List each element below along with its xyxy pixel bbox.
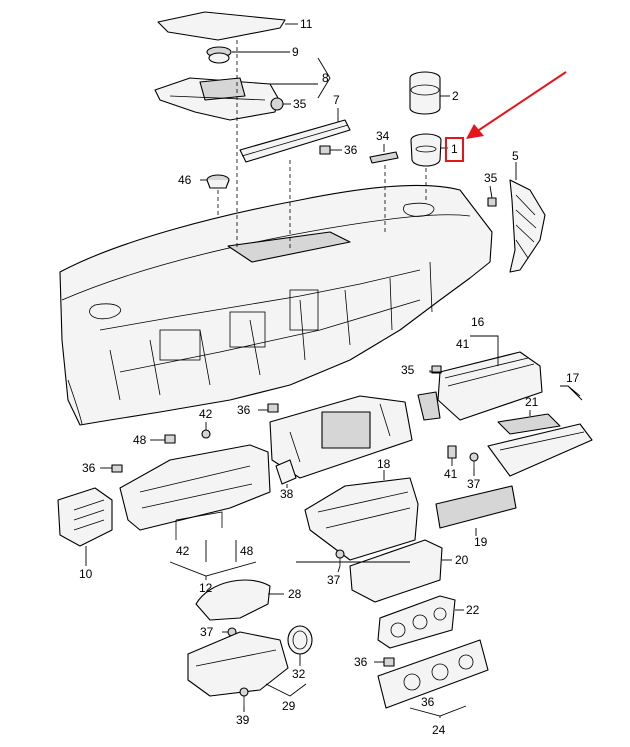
callout-28: 28: [288, 587, 302, 601]
part-37-screw-b: [335, 549, 345, 566]
callout-19: 19: [474, 535, 488, 549]
part-29-steering-cover-lower: [187, 631, 289, 697]
part-17-tray: [487, 423, 593, 477]
callout-36: 36: [344, 143, 358, 157]
dashboard-carrier: [59, 184, 493, 426]
highlight-arrow: [475, 71, 567, 133]
part-35-clip-b: [487, 197, 497, 207]
callout-22: 22: [466, 603, 480, 617]
callout-36: 36: [421, 695, 435, 709]
highlight-box: [445, 137, 464, 162]
part-9-speaker: [206, 46, 232, 64]
part-46-speaker: [206, 174, 230, 189]
part-instrument-cluster-cover: [119, 444, 271, 531]
callout-42: 42: [199, 407, 213, 421]
part-39-screw: [239, 687, 249, 706]
callout-8: 8: [322, 71, 329, 85]
callout-21: 21: [525, 395, 539, 409]
callout-38: 38: [280, 487, 294, 501]
part-center-frame: [269, 395, 413, 479]
callout-labels: 11 9 8 35 7 2 1 34 36 5 46 35 16 41 35 1…: [79, 17, 580, 737]
highlight-arrow-head: [466, 124, 484, 139]
part-28-steering-cover-upper: [195, 579, 271, 621]
part-38-bracket: [275, 459, 297, 485]
callout-35: 35: [401, 363, 415, 377]
part-36-clip-a: [319, 145, 331, 155]
callout-5: 5: [512, 149, 519, 163]
part-7-trim-strip: [239, 119, 351, 163]
callout-16: 16: [471, 315, 485, 329]
part-12-bracket: [175, 511, 223, 540]
callout-32: 32: [292, 667, 306, 681]
callout-7: 7: [333, 93, 340, 107]
part-8-housing: [154, 77, 279, 121]
callout-10: 10: [79, 567, 93, 581]
callout-18: 18: [377, 457, 391, 471]
part-20-bin: [349, 539, 443, 603]
callout-17: 17: [566, 371, 580, 385]
part-41-clip: [447, 445, 457, 459]
callout-37: 37: [327, 573, 341, 587]
part-19-panel: [435, 485, 517, 529]
callout-35: 35: [484, 171, 498, 185]
part-42-clip-a: [201, 429, 211, 439]
callout-2: 2: [452, 89, 459, 103]
callout-46: 46: [178, 173, 192, 187]
callout-37: 37: [467, 477, 481, 491]
callout-41: 41: [456, 337, 470, 351]
callout-35: 35: [293, 97, 307, 111]
part-36-clip-c: [111, 464, 123, 473]
callout-11: 11: [300, 17, 313, 31]
part-5-side-trim: [509, 179, 546, 273]
part-2-cup-holder: [409, 71, 441, 115]
part-21-pad: [497, 413, 561, 435]
part-16-glovebox-lid: [417, 351, 543, 421]
part-22-climate-panel: [377, 595, 456, 649]
callout-39: 39: [236, 713, 250, 727]
part-18-storage: [304, 477, 419, 561]
callout-36: 36: [82, 461, 96, 475]
part-11-cover: [157, 11, 286, 41]
part-1-cup-holder-insert: [410, 133, 442, 167]
callout-42: 42: [176, 544, 190, 558]
callout-36: 36: [237, 403, 251, 417]
callout-34: 34: [376, 129, 390, 143]
callout-20: 20: [455, 553, 469, 567]
callout-12: 12: [199, 581, 213, 595]
part-32-ring: [287, 625, 313, 655]
callout-24: 24: [432, 723, 446, 737]
part-37-screw-a: [469, 452, 479, 468]
highlight-marker: [445, 71, 567, 162]
leader-lines: [85, 23, 583, 718]
part-10-vent: [57, 487, 113, 547]
callout-1: 1: [451, 142, 458, 156]
callout-48: 48: [133, 433, 147, 447]
part-35-clip-c: [431, 365, 442, 374]
part-48-screw-a: [164, 434, 176, 444]
callout-9: 9: [292, 45, 299, 59]
callout-48: 48: [240, 544, 254, 558]
part-24-control-panel: [377, 639, 489, 709]
part-36-clip-d: [383, 657, 395, 667]
callout-37: 37: [200, 625, 214, 639]
callout-36: 36: [354, 655, 368, 669]
part-36-clip-b: [267, 403, 279, 413]
callout-29: 29: [282, 699, 296, 713]
callout-41: 41: [444, 467, 458, 481]
part-34-switch: [369, 151, 399, 164]
part-35-clip-a: [270, 97, 284, 111]
